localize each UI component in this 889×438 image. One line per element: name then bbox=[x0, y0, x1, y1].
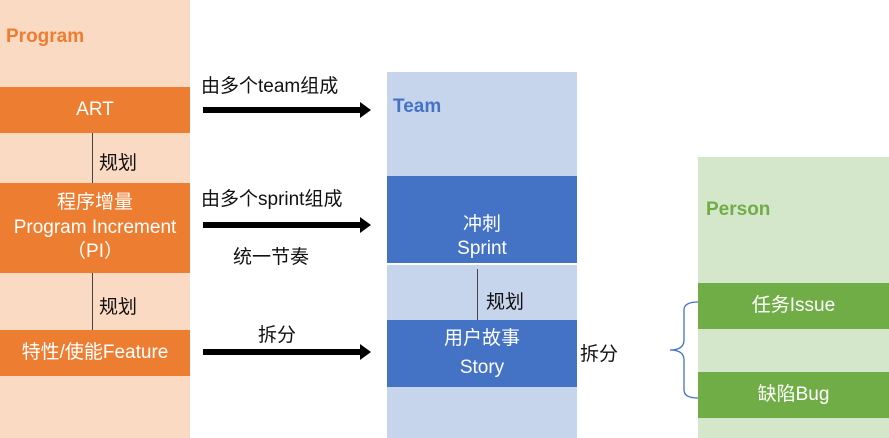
bug-label: 缺陷Bug bbox=[757, 383, 830, 405]
team-plan-label: 规划 bbox=[486, 292, 525, 313]
brace-split-label: 拆分 bbox=[580, 344, 619, 365]
team-title: Team bbox=[393, 96, 442, 117]
arrow-head-icon bbox=[360, 344, 371, 360]
arrow-head-icon bbox=[360, 217, 371, 233]
sprint-compose-label: 由多个sprint组成 bbox=[201, 189, 343, 210]
sprint-divider bbox=[387, 263, 577, 265]
art-label: ART bbox=[76, 98, 114, 120]
arrow-shaft bbox=[203, 349, 361, 355]
team-compose-label: 由多个team组成 bbox=[201, 76, 339, 97]
feature-box: 特性/使能Feature bbox=[0, 330, 190, 376]
sprint-box: 冲刺 Sprint bbox=[387, 176, 577, 263]
plan-label-2: 规划 bbox=[99, 297, 138, 318]
arrow-sprint-compose bbox=[203, 217, 371, 233]
program-column: Program ART 规划 程序增量 Program Increment （P… bbox=[0, 0, 190, 438]
arrow-shaft bbox=[203, 222, 361, 228]
story-box: 用户故事 Story bbox=[387, 320, 577, 387]
plan-connector-1 bbox=[92, 133, 93, 183]
arrow-head-icon bbox=[360, 102, 371, 118]
plan-connector-2 bbox=[92, 273, 93, 330]
curly-brace-icon bbox=[669, 301, 699, 399]
arrow-team-compose bbox=[203, 102, 371, 118]
unified-cadence-label: 统一节奏 bbox=[233, 247, 310, 268]
sprint-label-en: Sprint bbox=[457, 238, 507, 260]
pi-label-cn: 程序增量 bbox=[56, 191, 133, 213]
split-label: 拆分 bbox=[258, 325, 297, 346]
arrow-split bbox=[203, 344, 371, 360]
program-title: Program bbox=[6, 26, 85, 47]
feature-label: 特性/使能Feature bbox=[21, 341, 169, 363]
plan-label-1: 规划 bbox=[99, 153, 138, 174]
art-box: ART bbox=[0, 87, 190, 133]
person-title: Person bbox=[706, 199, 771, 220]
issue-box: 任务Issue bbox=[698, 283, 889, 329]
sprint-label-cn: 冲刺 bbox=[462, 213, 501, 235]
pi-box: 程序增量 Program Increment （PI） bbox=[0, 183, 190, 273]
pi-label-en: Program Increment bbox=[13, 216, 177, 238]
issue-label: 任务Issue bbox=[751, 294, 836, 316]
plan-connector-team bbox=[477, 269, 478, 320]
pi-label-abbr: （PI） bbox=[67, 241, 123, 263]
story-label-en: Story bbox=[459, 356, 505, 378]
arrow-shaft bbox=[203, 107, 361, 113]
bug-box: 缺陷Bug bbox=[698, 372, 889, 418]
story-label-cn: 用户故事 bbox=[443, 328, 520, 349]
